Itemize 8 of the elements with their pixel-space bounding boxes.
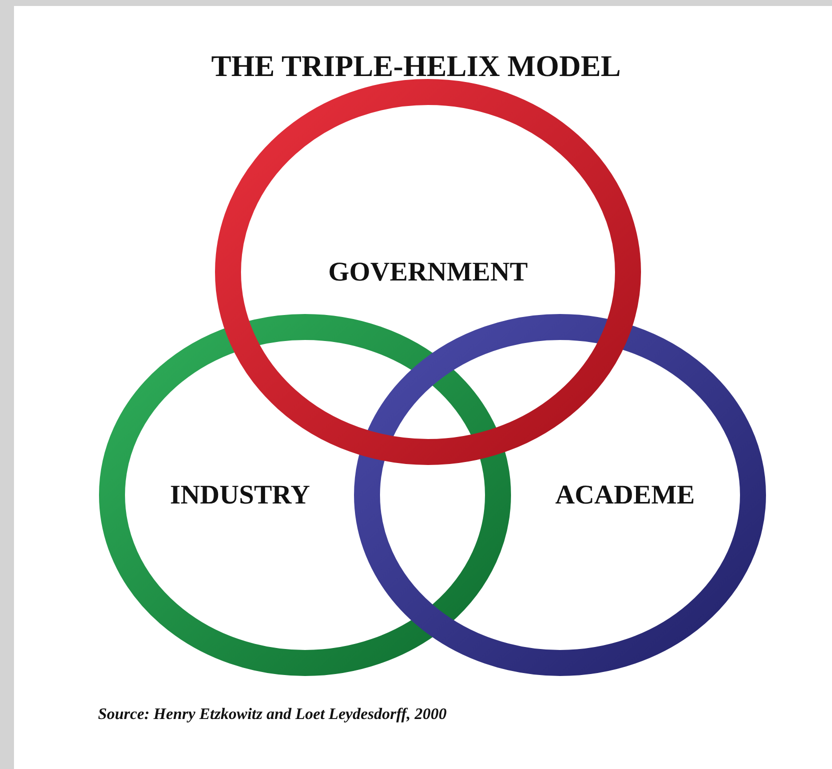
ring-label: GOVERNMENT bbox=[328, 256, 528, 288]
ring bbox=[215, 79, 641, 465]
source-caption: Source: Henry Etzkowitz and Loet Leydesdorff, 2000 bbox=[98, 706, 447, 724]
diagram-title: THE TRIPLE-HELIX MODEL bbox=[210, 50, 622, 84]
ring bbox=[99, 314, 511, 676]
ring-label: INDUSTRY bbox=[170, 480, 310, 510]
ring bbox=[354, 314, 766, 676]
ring-label: ACADEME bbox=[555, 480, 695, 510]
